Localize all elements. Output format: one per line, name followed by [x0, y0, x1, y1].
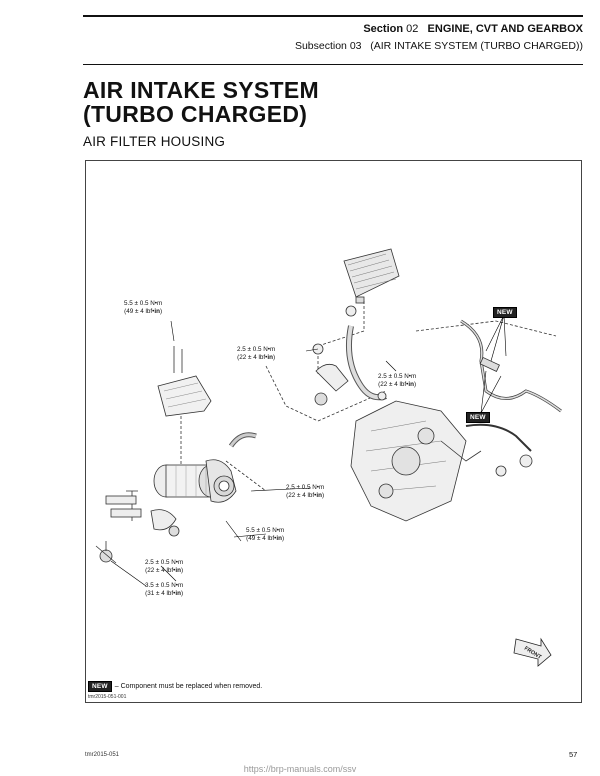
section-heading: Section 02 ENGINE, CVT AND GEARBOX [363, 23, 583, 35]
page-number: 57 [569, 750, 578, 759]
torque-spec: 5.5 ± 0.5 N•m (49 ± 4 lbf•in) [124, 300, 163, 315]
page-title: AIR INTAKE SYSTEM (TURBO CHARGED) [83, 77, 319, 127]
legend-text: – Component must be replaced when remove… [114, 683, 263, 690]
header-rule [83, 15, 583, 17]
footer-url: https://brp-manuals.com/ssv [243, 764, 357, 774]
header-divider [83, 64, 583, 65]
section-title: ENGINE, CVT AND GEARBOX [427, 23, 583, 35]
exploded-view-figure: FRONT 5.5 ± 0.5 N•m (49 ± 4 lbf•in) 2.5 … [85, 160, 582, 703]
figure-id: tmr2015-051-001 [88, 694, 127, 700]
new-badge: NEW [493, 307, 517, 318]
torque-spec: 3.5 ± 0.5 N•m (31 ± 4 lbf•in) [145, 582, 184, 597]
legend-new-badge: NEW [88, 681, 112, 692]
subsection-title: (AIR INTAKE SYSTEM (TURBO CHARGED)) [370, 40, 583, 52]
torque-spec: 2.5 ± 0.5 N•m (22 ± 4 lbf•in) [378, 373, 417, 388]
subsection-heading: Subsection 03 (AIR INTAKE SYSTEM (TURBO … [294, 40, 583, 52]
page-subtitle: AIR FILTER HOUSING [83, 134, 226, 149]
footer-doc-code: tmr2015-051 [85, 752, 120, 758]
figure-legend: NEW– Component must be replaced when rem… [88, 681, 262, 692]
torque-spec: 2.5 ± 0.5 N•m (22 ± 4 lbf•in) [237, 346, 276, 361]
torque-spec: 2.5 ± 0.5 N•m (22 ± 4 lbf•in) [145, 559, 184, 574]
exploded-view-drawing: FRONT [95, 248, 562, 667]
torque-spec: 2.5 ± 0.5 N•m (22 ± 4 lbf•in) [286, 484, 325, 499]
subsection-number: 03 [349, 40, 362, 52]
torque-spec: 5.5 ± 0.5 N•m (49 ± 4 lbf•in) [246, 527, 285, 542]
section-number: 02 [406, 23, 419, 35]
new-badge: NEW [466, 412, 490, 423]
